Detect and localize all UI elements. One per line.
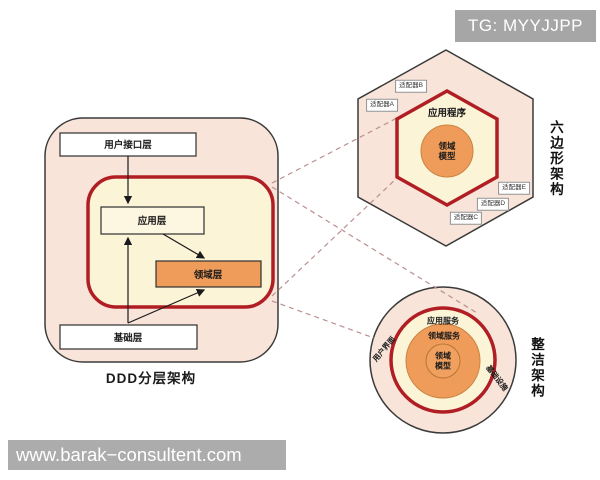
app-layer-box	[100, 206, 205, 235]
hexagon-domain-model-circle	[420, 124, 474, 178]
adapter-e-tag: 适配器E	[498, 181, 530, 195]
layered-title: DDD分层架构	[105, 371, 197, 386]
dashed-line-bottom-to-circle	[271, 300, 375, 339]
dashed-line-bottom-to-hexagon	[271, 177, 398, 297]
clean-domain-model-line2: 模型	[435, 361, 451, 370]
adapter-c-tag: 适配器C	[449, 211, 483, 225]
clean-domain-model-line1: 领域	[435, 351, 451, 361]
clean-domain-model-circle	[425, 343, 461, 379]
adapter-a-tag: 适配器A	[366, 98, 398, 112]
hexagon-domain-model-line2: 模型	[438, 151, 456, 161]
arrow-infra-to-domain	[127, 288, 206, 324]
dashed-line-top-to-circle	[271, 186, 478, 314]
watermark-url: www.barak−consultent.com	[8, 440, 286, 470]
hexagon-domain-model-label: 领域 模型	[438, 141, 455, 161]
infra-layer-label: 基础层	[113, 333, 143, 344]
hexagon-application-label: 应用程序	[427, 108, 467, 119]
domain-layer-box	[155, 260, 262, 288]
domain-layer-label: 领域层	[193, 270, 223, 281]
app-layer-label: 应用层	[137, 216, 167, 227]
hexagonal-title: 六边形架构	[548, 120, 563, 198]
clean-title: 整洁架构	[529, 337, 544, 399]
dependency-arrows	[123, 156, 206, 324]
adapter-b-tag: 适配器B	[395, 79, 427, 93]
tg-badge: TG: MYYJJPP	[455, 10, 596, 42]
ui-layer-label: 用户接口层	[104, 140, 152, 151]
arrow-app-to-domain	[162, 233, 206, 259]
clean-app-service-label: 应用服务	[427, 316, 459, 326]
hexagon-domain-model-line1: 领域	[438, 140, 456, 151]
infra-layer-box	[59, 324, 198, 350]
clean-domain-service-label: 领域服务	[428, 331, 460, 341]
adapter-d-tag: 适配器D	[476, 197, 510, 211]
clean-domain-model-label: 领域 模型	[435, 351, 451, 370]
